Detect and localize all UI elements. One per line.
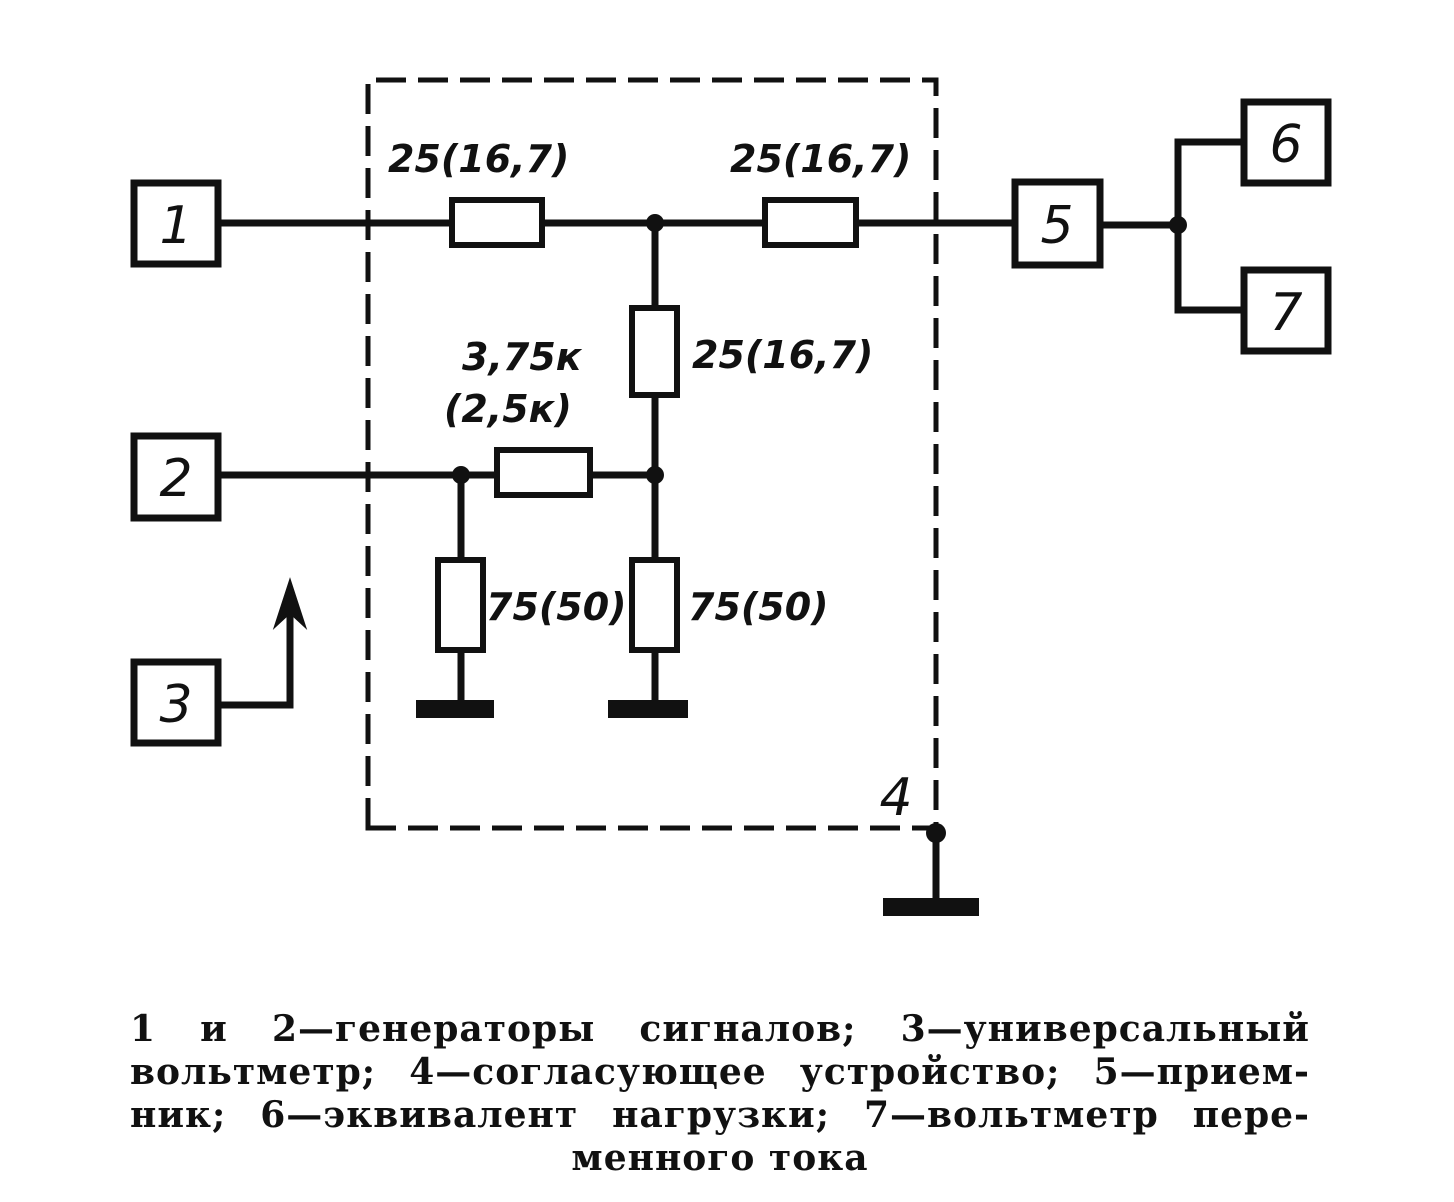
block-6-label: 6 xyxy=(1269,115,1302,175)
block-1-label: 1 xyxy=(159,196,192,256)
block-6 xyxy=(1240,98,1332,187)
figure-caption: 1 и 2—генераторы сигналов; 3—универсальн… xyxy=(130,1008,1310,1180)
resistor-bottom-right-value: 75(50) xyxy=(688,585,829,629)
resistor-bottom-left xyxy=(435,557,486,653)
caption-line-2: вольтметр; 4—согласующее устройство; 5—п… xyxy=(130,1051,1310,1093)
arrow-up-icon xyxy=(272,577,308,631)
block-3-label: 3 xyxy=(159,675,192,735)
caption-line-3: ник; 6—эквивалент нагрузки; 7—вольтметр … xyxy=(130,1094,1310,1136)
resistor-middle-value-line2: (2,5к) xyxy=(444,387,572,431)
matching-device-boundary xyxy=(365,77,939,831)
resistor-top-right-value: 25(16,7) xyxy=(730,137,911,181)
ground-symbol-left xyxy=(416,700,494,718)
block-7 xyxy=(1240,266,1332,355)
ground-symbol-right xyxy=(883,898,979,916)
block-1 xyxy=(130,179,222,268)
caption-line-1: 1 и 2—генераторы сигналов; 3—универсальн… xyxy=(130,1008,1310,1050)
circuit-diagram: 1 2 3 5 6 7 4 25(16,7) 25(16,7) 25(16,7)… xyxy=(130,77,1332,916)
wire-to-7 xyxy=(1174,221,1248,314)
junction-ground-4 xyxy=(926,823,946,843)
resistor-bottom-left-value: 75(50) xyxy=(486,585,627,629)
resistor-top-left xyxy=(449,197,545,248)
junction-right xyxy=(1169,216,1187,234)
resistor-bottom-right xyxy=(629,557,680,653)
resistor-top-left-value: 25(16,7) xyxy=(388,137,569,181)
block-5 xyxy=(1011,178,1104,269)
voltmeter-probe-wire xyxy=(214,611,294,709)
resistor-middle-value-line1: 3,75к xyxy=(462,335,583,379)
wire-to-6 xyxy=(1174,138,1248,229)
caption-line-4: менного тока xyxy=(571,1137,869,1179)
ground-symbol-center xyxy=(608,700,688,718)
block-5-label: 5 xyxy=(1040,196,1073,256)
block-2 xyxy=(130,432,222,522)
block-3 xyxy=(130,658,222,747)
resistor-middle xyxy=(494,447,593,498)
resistor-vertical xyxy=(629,305,680,398)
resistor-vertical-value: 25(16,7) xyxy=(692,333,873,377)
block-7-label: 7 xyxy=(1269,283,1302,343)
junction-top xyxy=(646,214,664,232)
resistor-top-right xyxy=(762,197,859,248)
block-4-label: 4 xyxy=(879,768,912,828)
block-2-label: 2 xyxy=(159,449,192,509)
